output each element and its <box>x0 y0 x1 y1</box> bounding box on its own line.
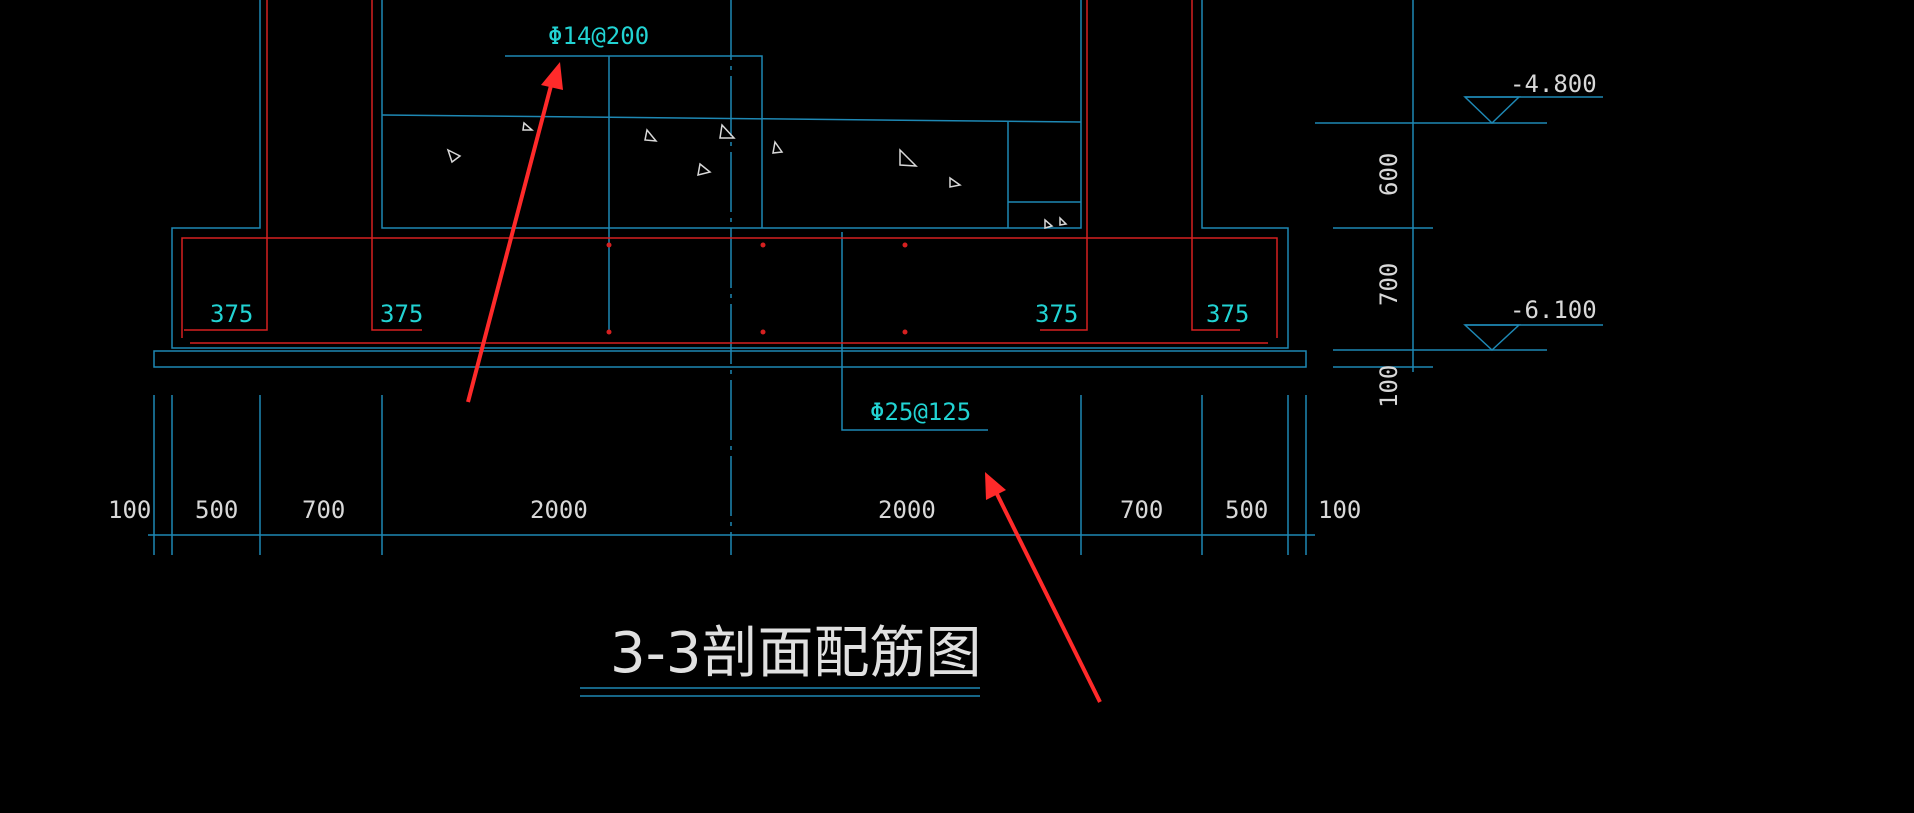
hdim-6: 700 <box>1120 496 1163 524</box>
concrete-hatch <box>446 121 1068 229</box>
anchor-length-3: 375 <box>1035 300 1078 328</box>
dimension-ticks <box>153 395 1307 555</box>
hdim-3: 700 <box>302 496 345 524</box>
rebar <box>181 0 1278 344</box>
hdim-2: 500 <box>195 496 238 524</box>
structure-outline <box>148 0 1603 697</box>
elevation-label-1: -4.800 <box>1510 70 1597 98</box>
hdim-5: 2000 <box>878 496 936 524</box>
vertical-dim-100: 100 <box>1375 365 1403 408</box>
hdim-4: 2000 <box>530 496 588 524</box>
anchor-length-4: 375 <box>1206 300 1249 328</box>
hdim-7: 500 <box>1225 496 1268 524</box>
rebar-bottom-label: Φ25@125 <box>870 398 971 426</box>
anchor-length-2: 375 <box>380 300 423 328</box>
elevation-label-2: -6.100 <box>1510 296 1597 324</box>
arrow-icon <box>985 472 1102 703</box>
hdim-1: 100 <box>108 496 151 524</box>
drawing-title: 3-3剖面配筋图 <box>610 621 981 686</box>
rebar-dots <box>606 242 908 335</box>
vertical-dim-700: 700 <box>1375 263 1403 306</box>
hdim-8: 100 <box>1318 496 1361 524</box>
horizontal-dimensions: 100 500 700 2000 2000 700 500 100 <box>108 496 1361 524</box>
anchor-length-1: 375 <box>210 300 253 328</box>
rebar-top-label: Φ14@200 <box>548 22 649 50</box>
arrow-icon <box>466 62 563 403</box>
vertical-dim-600: 600 <box>1375 153 1403 196</box>
